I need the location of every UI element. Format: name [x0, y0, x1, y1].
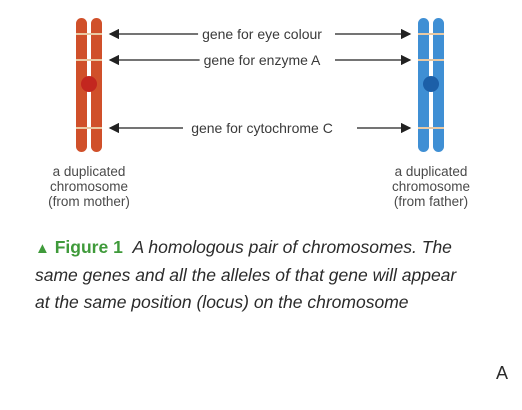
caption-mother-line-2: chromosome	[49, 179, 129, 194]
caption-father-line-2: chromosome	[391, 179, 471, 194]
caption-father-chromosome: a duplicated chromosome (from father)	[356, 164, 506, 209]
figure-label: Figure 1	[54, 237, 123, 257]
chromosome-mother	[76, 18, 102, 152]
page-edge-letter: A	[496, 363, 509, 383]
figure-triangle-icon: ▲	[35, 240, 50, 257]
centromere-father	[423, 76, 439, 92]
caption-mother-line-3: (from mother)	[48, 194, 130, 209]
figure-caption: ▲ Figure 1 A homologous pair of chromoso…	[35, 234, 475, 316]
gene-label-enzyme-a: gene for enzyme A	[199, 52, 325, 68]
caption-mother-line-1: a duplicated	[52, 164, 126, 179]
caption-father-line-1: a duplicated	[394, 164, 468, 179]
chromosome-father	[418, 18, 444, 152]
gene-label-eye-colour: gene for eye colour	[198, 26, 326, 42]
centromere-mother	[81, 76, 97, 92]
caption-father-line-3: (from father)	[393, 194, 469, 209]
gene-label-cytochrome-c: gene for cytochrome C	[187, 120, 337, 136]
homologous-pair-diagram	[76, 18, 444, 152]
caption-mother-chromosome: a duplicated chromosome (from mother)	[14, 164, 164, 209]
figure-text: A homologous pair of chromosomes. The sa…	[35, 237, 457, 312]
